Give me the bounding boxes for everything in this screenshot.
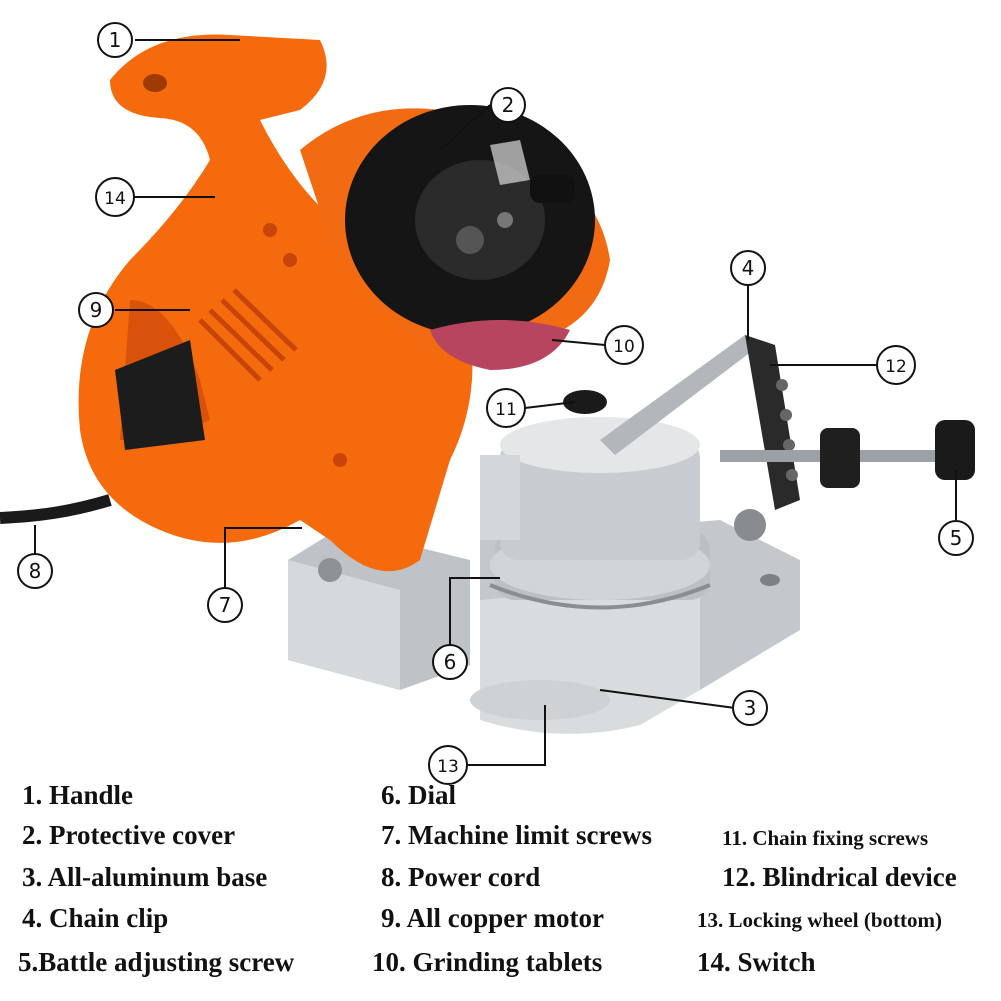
legend-item-12: 12. Blindrical device <box>722 862 957 892</box>
legend-item-5: 5.Battle adjusting screw <box>18 947 295 977</box>
callout-10: 10 <box>604 325 644 365</box>
legend-item-13: 13. Locking wheel (bottom) <box>697 908 942 932</box>
svg-text:3: 3 <box>744 696 757 720</box>
svg-text:14: 14 <box>104 189 126 209</box>
svg-text:9: 9 <box>90 298 103 322</box>
svg-text:6: 6 <box>444 650 457 674</box>
clamp-cylinder <box>480 417 700 560</box>
svg-text:12: 12 <box>885 357 907 377</box>
legend-item-11: 11. Chain fixing screws <box>722 826 929 850</box>
callout-1: 1 <box>97 22 133 58</box>
callout-4: 4 <box>730 250 766 286</box>
legend-item-3: 3. All-aluminum base <box>22 862 268 892</box>
grinding-head <box>300 105 610 370</box>
legend-item-6: 6. Dial <box>381 780 457 810</box>
callout-lines <box>34 39 957 766</box>
callout-13: 13 <box>428 745 468 785</box>
grinding-wheel <box>430 320 570 370</box>
callout-12: 12 <box>876 345 916 385</box>
svg-text:7: 7 <box>219 593 232 617</box>
orange-motor-body <box>78 34 473 572</box>
legend-item-7: 7. Machine limit screws <box>381 820 652 850</box>
left-base-block <box>288 528 470 690</box>
callout-3: 3 <box>732 690 768 726</box>
callout-11: 11 <box>486 388 526 428</box>
legend-item-2: 2. Protective cover <box>22 820 236 850</box>
svg-text:2: 2 <box>502 93 515 117</box>
legend-item-1: 1. Handle <box>22 780 134 810</box>
legend-item-9: 9. All copper motor <box>381 903 604 933</box>
legend-item-4: 4. Chain clip <box>22 903 169 933</box>
callout-6: 6 <box>432 644 468 680</box>
fixing-screw-knob <box>563 390 607 414</box>
svg-text:4: 4 <box>742 256 755 280</box>
svg-text:11: 11 <box>495 400 517 420</box>
svg-text:10: 10 <box>613 337 635 357</box>
svg-text:5: 5 <box>950 526 963 550</box>
callout-2: 2 <box>490 87 526 123</box>
legend-item-10: 10. Grinding tablets <box>372 947 603 977</box>
chain-clip-arm <box>600 335 975 541</box>
callout-7: 7 <box>207 587 243 623</box>
svg-text:13: 13 <box>437 757 459 777</box>
legend-item-14: 14. Switch <box>697 947 816 977</box>
legend-item-8: 8. Power cord <box>381 862 541 892</box>
callout-5: 5 <box>938 520 974 556</box>
callout-14: 14 <box>95 177 135 217</box>
callout-8: 8 <box>17 553 53 589</box>
callout-9: 9 <box>78 292 114 328</box>
svg-text:1: 1 <box>109 28 122 52</box>
svg-text:8: 8 <box>29 559 42 583</box>
power-cord <box>0 494 112 524</box>
